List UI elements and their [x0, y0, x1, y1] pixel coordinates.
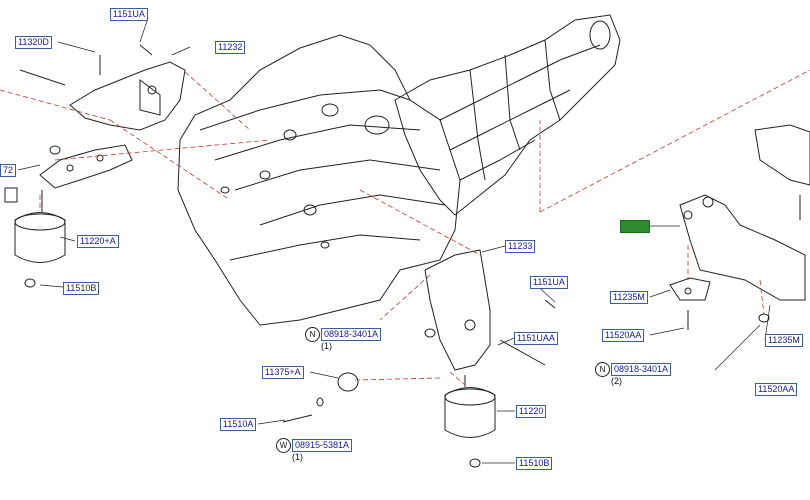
engine-block	[177, 34, 461, 326]
nut-symbol-icon: N	[595, 362, 610, 377]
note-qty-2: (2)	[611, 376, 622, 386]
part-label-1151uaa[interactable]: 1151UAA	[514, 332, 558, 345]
mount-bracket-11232	[69, 61, 186, 131]
note-code-08918-3401a-1[interactable]: 08918-3401A	[321, 328, 382, 341]
part-label-11510a[interactable]: 11510A	[220, 418, 257, 431]
part-label-1151ua-top[interactable]: 1151UA	[110, 8, 148, 21]
part-label-11520aa-right[interactable]: 11520AA	[755, 383, 798, 396]
nut-symbol-icon: N	[305, 327, 320, 342]
part-label-11340-highlighted[interactable]: 11340	[620, 220, 651, 233]
part-label-11510b-left[interactable]: 11510B	[63, 282, 100, 295]
part-label-11235m-left[interactable]: 11235M	[610, 291, 648, 304]
note-qty-1: (1)	[321, 341, 332, 351]
bushing-11375a	[337, 372, 359, 392]
part-label-11220a[interactable]: 11220+A	[77, 235, 119, 248]
part-label-11220[interactable]: 11220	[516, 405, 547, 418]
crossmember-11340	[679, 194, 806, 301]
mount-bracket-11233	[424, 249, 491, 371]
part-label-11235m-right[interactable]: 11235M	[765, 334, 803, 347]
part-label-1151ua-mid[interactable]: 1151UA	[530, 276, 568, 289]
bracket-72	[39, 144, 133, 189]
engine-mount-11220	[444, 387, 496, 438]
washer-symbol-icon: W	[276, 438, 291, 453]
part-label-11375a[interactable]: 11375+A	[262, 366, 304, 379]
part-label-11510b-bottom[interactable]: 11510B	[516, 457, 553, 470]
note-code-08918-3401a-2[interactable]: 08918-3401A	[611, 363, 672, 376]
part-label-11520aa-left[interactable]: 11520AA	[602, 329, 645, 342]
note-code-08915-5381a[interactable]: 08915-5381A	[292, 439, 353, 452]
transmission	[394, 14, 621, 216]
engine-mount-11220a	[14, 212, 66, 263]
part-label-11233[interactable]: 11233	[505, 240, 536, 253]
part-label-11232[interactable]: 11232	[215, 41, 246, 54]
note-qty-3: (1)	[292, 452, 303, 462]
part-label-11320d[interactable]: 11320D	[15, 36, 52, 49]
part-label-72[interactable]: 72	[0, 164, 17, 177]
